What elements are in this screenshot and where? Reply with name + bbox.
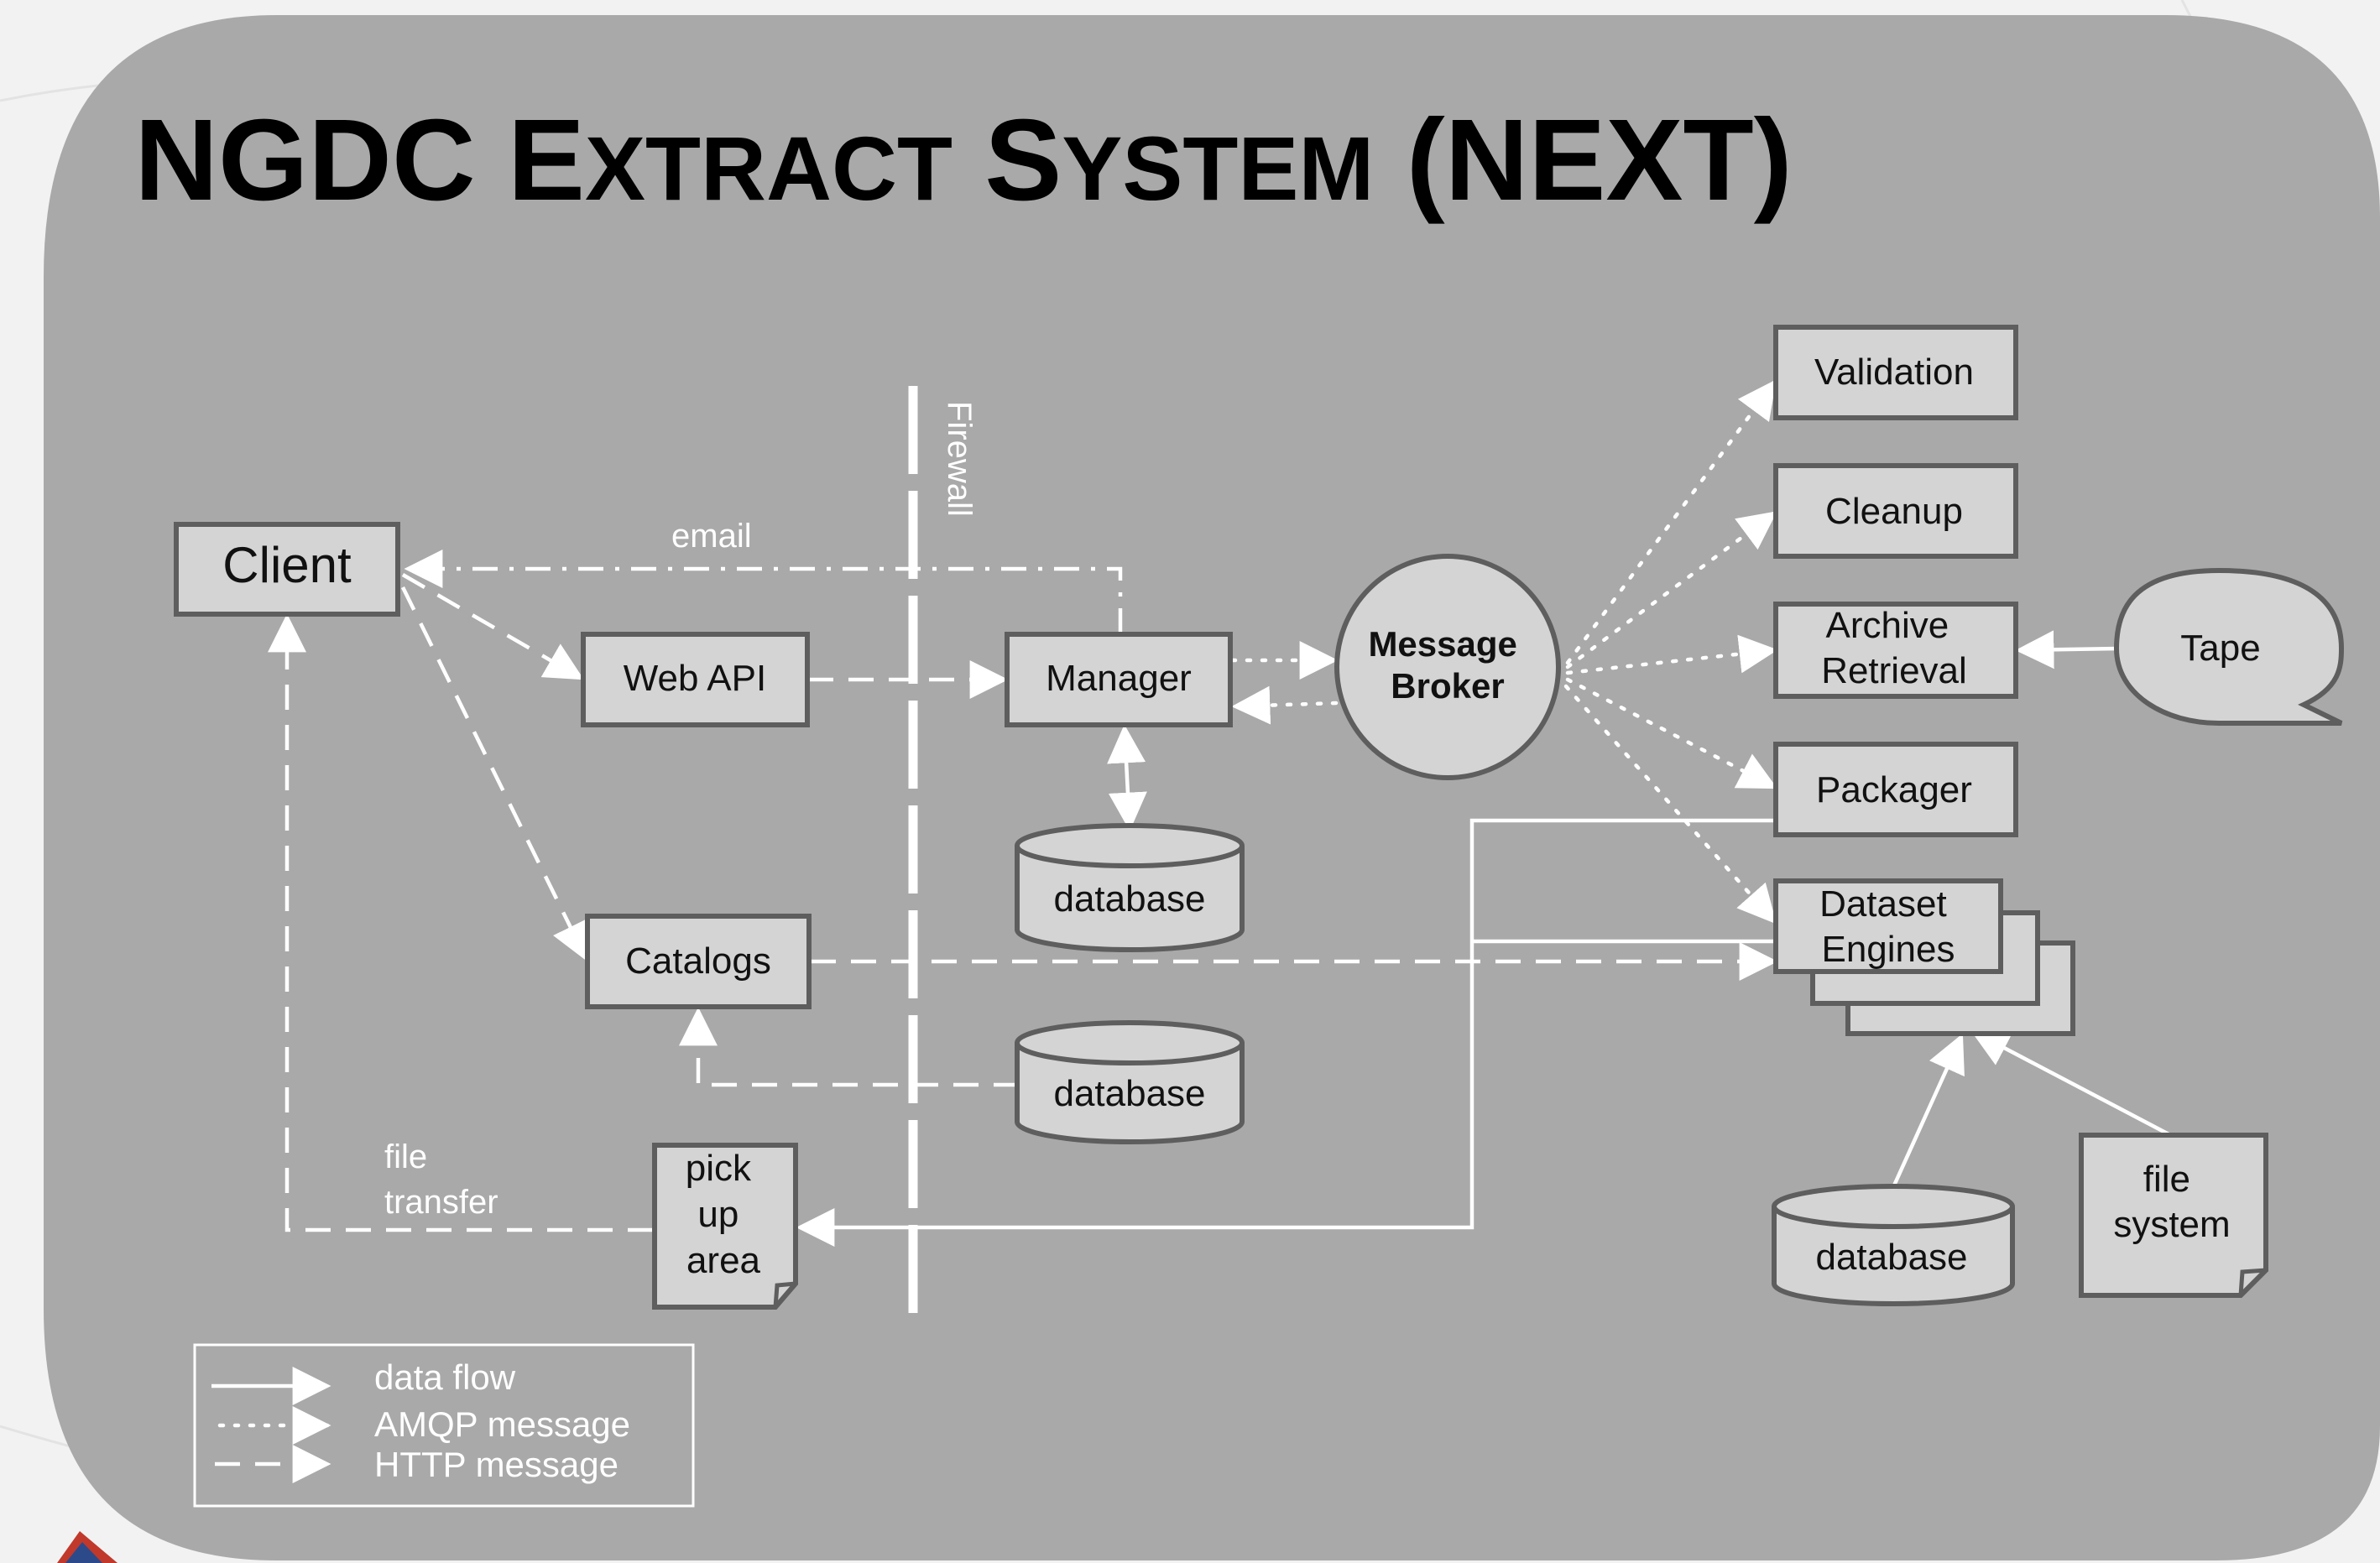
client-to-webapi-connector [401,573,584,680]
logo-fragment-blue [65,1542,102,1563]
manager-node: Manager [1005,632,1233,727]
broker-to-archive-connector [1565,634,1778,675]
email-connector [404,550,1123,633]
tape-node: Tape [2113,567,2345,726]
diagram-panel [44,15,2380,1560]
tape-to-archive-connector [2015,630,2119,669]
svg-text:Validation: Validation [1814,352,1974,393]
validation-node: Validation [1773,325,2018,420]
svg-text:Dataset Engines: Dataset Engines [1819,883,1957,970]
svg-text:Cleanup: Cleanup [1825,491,1963,532]
filesystem-to-dataset-connector [1970,1029,2177,1139]
svg-text:Catalogs: Catalogs [625,940,771,982]
packager-to-pickup-connector [796,818,1776,1247]
svg-text:database: database [1053,1073,1205,1114]
svg-text:Tape: Tape [2180,628,2260,669]
svg-text:Archive Retrieval: Archive Retrieval [1821,605,1967,691]
message-broker-node: Message Broker [1334,554,1561,780]
database-to-catalogs-connector [679,1007,1019,1087]
broker-to-cleanup-connector [1565,511,1777,669]
broker-to-validation-connector [1565,379,1777,665]
dataset-database: database [1772,1184,2015,1306]
packager-node: Packager [1773,742,2018,837]
broker-to-manager-connector [1231,685,1339,725]
legend-item-http: HTTP message [215,1445,618,1484]
svg-text:data flow: data flow [374,1357,516,1397]
legend-item-data-flow: data flow [211,1357,516,1405]
svg-text:pick up area: pick up area [686,1148,761,1281]
svg-text:Manager: Manager [1046,658,1192,699]
file-system-node: file system [2079,1133,2268,1298]
catalogs-node: Catalogs [585,914,812,1009]
legend-item-amqp: AMQP message [217,1404,630,1445]
svg-text:database: database [1815,1237,1967,1278]
email-label: email [671,518,752,555]
broker-to-dataset-connector [1563,684,1777,925]
web-api-node: Web API [581,632,810,727]
svg-text:file system: file system [2113,1159,2230,1245]
pick-up-area-node: pick up area [652,1143,798,1310]
catalogs-database: database [1015,1020,1245,1144]
svg-text:AMQP message: AMQP message [374,1404,630,1444]
cleanup-node: Cleanup [1773,463,2018,559]
client-node: Client [174,522,400,617]
pickup-to-client-connector [268,613,653,1232]
file-transfer-label: file transfer [384,1138,498,1221]
legend: data flow AMQP message HTTP message [193,1343,695,1508]
firewall-label: Firewall [941,401,978,517]
page-title: NGDC EXTRACT SYSTEM (NEXT) [134,96,1792,225]
manager-database-connector [1107,724,1147,831]
svg-text:Web API: Web API [624,658,766,699]
database-to-dataset-connector [1892,1033,1965,1186]
svg-text:Client: Client [222,537,352,593]
archive-retrieval-node: Archive Retrieval [1773,602,2018,699]
svg-text:Message Broker: Message Broker [1368,624,1527,706]
svg-text:database: database [1053,878,1205,920]
client-to-catalogs-connector [400,586,588,962]
manager-database: database [1015,823,1245,952]
svg-text:HTTP message: HTTP message [374,1445,618,1484]
dataset-engines-node: Dataset Engines [1773,878,2075,1036]
svg-text:Packager: Packager [1816,769,1972,810]
